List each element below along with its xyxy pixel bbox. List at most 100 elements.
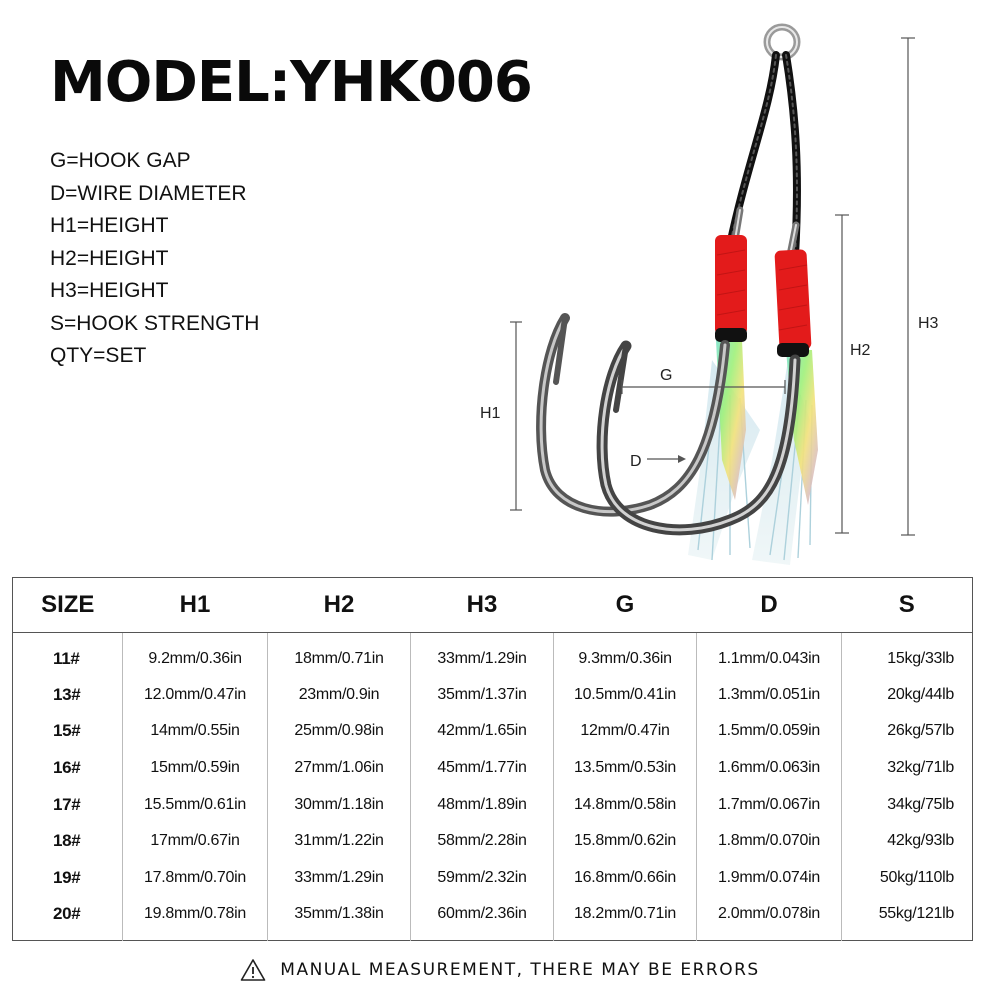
table-cell: 17mm/0.67in bbox=[122, 822, 268, 860]
header-h3: H3 bbox=[410, 577, 554, 633]
table-cell: 15mm/0.59in bbox=[122, 749, 268, 787]
table-cell: 33mm/1.29in bbox=[267, 859, 411, 897]
dimension-d-arrow bbox=[647, 455, 686, 463]
size-cell: 19# bbox=[53, 867, 81, 887]
table-cell: 10.5mm/0.41in bbox=[553, 676, 697, 714]
table-cell: 33mm/1.29in bbox=[410, 632, 554, 677]
table-cell: 31mm/1.22in bbox=[267, 822, 411, 860]
table-cell: 17.8mm/0.70in bbox=[122, 859, 268, 897]
table-cell: 19.8mm/0.78in bbox=[122, 896, 268, 941]
table-cell: 30mm/1.18in bbox=[267, 786, 411, 823]
table-cell: 1.6mm/0.063in bbox=[696, 749, 842, 787]
dimension-h2 bbox=[835, 214, 849, 534]
size-cell: 11# bbox=[53, 648, 80, 668]
table-cell: 59mm/2.32in bbox=[410, 859, 554, 897]
legend-item: D=WIRE DIAMETER bbox=[50, 181, 247, 205]
label-d: D bbox=[630, 453, 642, 470]
table-cell: 55kg/121lb bbox=[841, 896, 973, 941]
warning-icon bbox=[240, 959, 266, 981]
label-h3: H3 bbox=[918, 315, 939, 332]
table-cell: 1.8mm/0.070in bbox=[696, 822, 842, 860]
model-title: MODEL:YHK006 bbox=[50, 50, 533, 115]
size-cell: 15# bbox=[53, 721, 81, 741]
table-cell: 12mm/0.47in bbox=[553, 713, 697, 750]
table-header-row: SIZE H1 H2 H3 G D S bbox=[12, 577, 973, 633]
legend-item: H1=HEIGHT bbox=[50, 214, 169, 237]
table-cell: 9.3mm/0.36in bbox=[553, 632, 697, 677]
table-cell: 34kg/75lb bbox=[841, 786, 973, 823]
table-cell: 58mm/2.28in bbox=[410, 822, 554, 860]
table-cell: 1.3mm/0.051in bbox=[696, 676, 842, 714]
table-cell: 13.5mm/0.53in bbox=[553, 749, 697, 787]
header-h2: H2 bbox=[267, 577, 411, 633]
table-cell: 60mm/2.36in bbox=[410, 896, 554, 941]
table-cell: 48mm/1.89in bbox=[410, 786, 554, 823]
table-cell: 15.8mm/0.62in bbox=[553, 822, 697, 860]
label-g: G bbox=[660, 367, 672, 384]
table-cell: 14mm/0.55in bbox=[122, 713, 268, 750]
legend-item: QTY=SET bbox=[50, 344, 147, 367]
legend-list: G=HOOK GAP D=WIRE DIAMETER H1=HEIGHT H2=… bbox=[50, 145, 259, 373]
header-g: G bbox=[553, 577, 697, 633]
table-cell: 1.1mm/0.043in bbox=[696, 632, 842, 677]
flash-material bbox=[716, 340, 818, 505]
size-cell: 16# bbox=[53, 757, 81, 777]
hook-diagram: H1 H2 H3 G D bbox=[480, 23, 939, 565]
header-d: D bbox=[696, 577, 842, 633]
table-cell: 26kg/57lb bbox=[841, 713, 973, 750]
table-cell: 16.8mm/0.66in bbox=[553, 859, 697, 897]
dimension-h1 bbox=[510, 321, 522, 511]
jig-hooks bbox=[536, 313, 801, 536]
table-cell: 25mm/0.98in bbox=[267, 713, 411, 750]
table-cell: 1.5mm/0.059in bbox=[696, 713, 842, 750]
table-cell: 23mm/0.9in bbox=[267, 676, 411, 714]
table-cell: 32kg/71lb bbox=[841, 749, 973, 787]
table-cell: 9.2mm/0.36in bbox=[122, 632, 268, 677]
label-h2: H2 bbox=[850, 342, 871, 359]
table-cell: 42kg/93lb bbox=[841, 822, 973, 860]
table-cell: 1.9mm/0.074in bbox=[696, 859, 842, 897]
table-cell: 35mm/1.37in bbox=[410, 676, 554, 714]
dimension-h3 bbox=[901, 37, 915, 536]
header-size: SIZE bbox=[12, 577, 123, 633]
header-h1: H1 bbox=[122, 577, 268, 633]
label-h1: H1 bbox=[480, 405, 501, 422]
table-cell: 15.5mm/0.61in bbox=[122, 786, 268, 823]
thread-wrap bbox=[715, 235, 812, 357]
table-cell: 50kg/110lb bbox=[841, 859, 973, 897]
disclaimer: MANUAL MEASUREMENT, THERE MAY BE ERRORS bbox=[0, 958, 1000, 982]
legend-item: G=HOOK GAP bbox=[50, 149, 191, 172]
legend-item: H2=HEIGHT bbox=[50, 246, 169, 270]
size-cell: 20# bbox=[53, 903, 81, 923]
table-cell: 35mm/1.38in bbox=[267, 896, 411, 941]
table-cell: 27mm/1.06in bbox=[267, 749, 411, 787]
table-cell: 1.7mm/0.067in bbox=[696, 786, 842, 823]
table-cell: 42mm/1.65in bbox=[410, 713, 554, 750]
header-s: S bbox=[841, 577, 973, 633]
legend-item: S=HOOK STRENGTH bbox=[50, 311, 260, 335]
table-cell: 14.8mm/0.58in bbox=[553, 786, 697, 823]
legend-item: H3=HEIGHT bbox=[50, 279, 169, 302]
table-cell: 18.2mm/0.71in bbox=[553, 896, 697, 941]
table-cell: 18mm/0.71in bbox=[267, 632, 411, 677]
dimension-g bbox=[621, 380, 786, 394]
table-cell: 45mm/1.77in bbox=[410, 749, 554, 787]
size-cell: 18# bbox=[53, 831, 81, 851]
table-cell: 2.0mm/0.078in bbox=[696, 896, 842, 941]
table-cell: 15kg/33lb bbox=[841, 632, 973, 677]
table-cell: 12.0mm/0.47in bbox=[122, 676, 268, 714]
disclaimer-text: MANUAL MEASUREMENT, THERE MAY BE ERRORS bbox=[280, 960, 760, 980]
table-cell: 20kg/44lb bbox=[841, 676, 973, 714]
size-cell: 17# bbox=[53, 794, 81, 814]
size-cell: 13# bbox=[53, 684, 81, 704]
